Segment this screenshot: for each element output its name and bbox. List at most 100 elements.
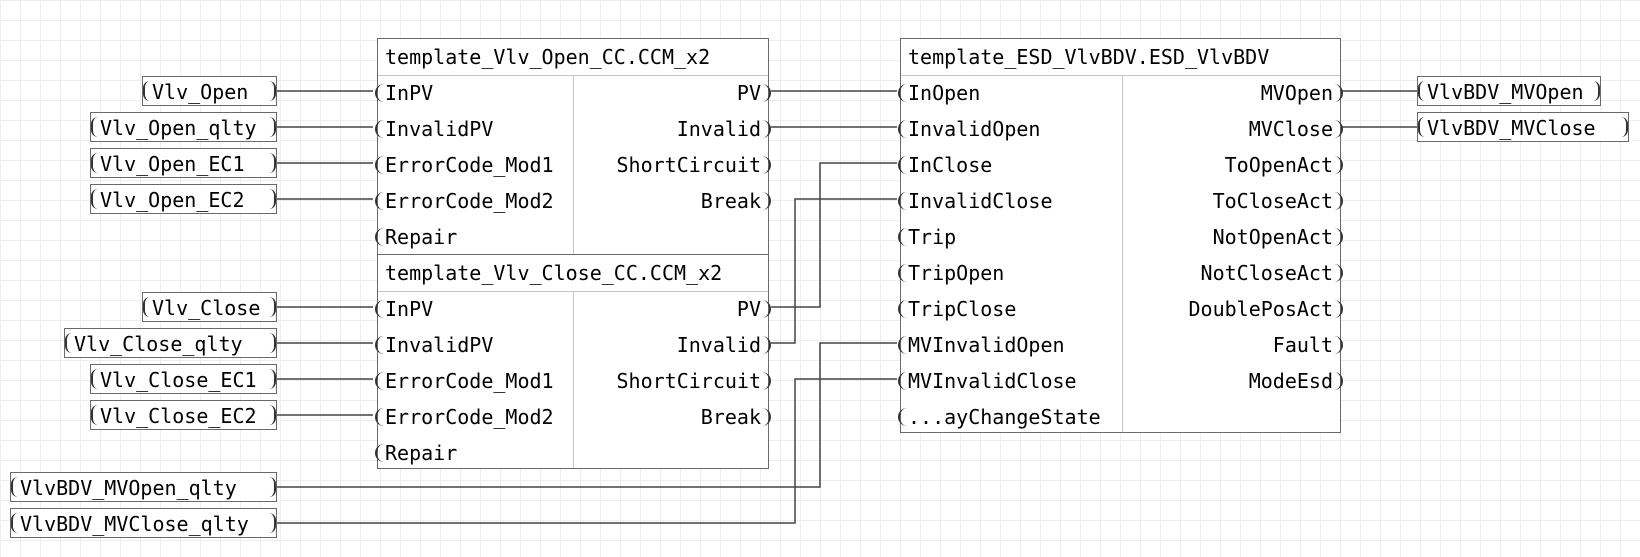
pin-trip[interactable]: Trip (897, 219, 957, 255)
pin-invalidclose[interactable]: InvalidClose (898, 183, 1053, 219)
pin-tripclose[interactable]: TripClose (897, 291, 1017, 327)
pin-label: Trip (908, 225, 957, 249)
pin-invalidpv[interactable]: InvalidPV (374, 111, 494, 147)
pin-label: ToCloseAct (1212, 189, 1333, 213)
pin-invalidpv[interactable]: InvalidPV (374, 327, 494, 363)
pin-label: PV (736, 297, 761, 321)
pin-label: DoublePosAct (1188, 297, 1334, 321)
var-vlvbdv-mvopen[interactable]: VlvBDV_MVOpen (1417, 76, 1601, 106)
pin-label: InOpen (908, 81, 981, 105)
pin-label: Break (700, 189, 761, 213)
pin-label: InPV (385, 81, 434, 105)
pin-pv[interactable]: PV (737, 75, 772, 111)
var-vlvbdv-mvclose-qlty[interactable]: VlvBDV_MVClose_qlty (10, 508, 277, 538)
pin-tripopen[interactable]: TripOpen (897, 255, 1005, 291)
pin-toopenact[interactable]: ToOpenAct (1225, 147, 1344, 183)
pin-inclose[interactable]: InClose (897, 147, 992, 183)
pin-label: InvalidOpen (908, 117, 1041, 141)
pin-label: InvalidPV (385, 333, 494, 357)
pin-shortcircuit[interactable]: ShortCircuit (616, 147, 771, 183)
pin-label: InPV (385, 297, 434, 321)
block-esd-vlvbdv[interactable]: template_ESD_VlvBDV.ESD_VlvBDV InOpen In… (897, 38, 1344, 435)
block-vlv-close-cc[interactable]: template_Vlv_Close_CC.CCM_x2 InPV Invali… (374, 254, 772, 471)
pin-label: TripOpen (908, 261, 1005, 285)
var-label: Vlv_Open (152, 80, 249, 104)
var-vlvbdv-mvopen-qlty[interactable]: VlvBDV_MVOpen_qlty (10, 472, 277, 502)
block-title: template_Vlv_Open_CC.CCM_x2 (378, 39, 768, 76)
pin-mvinvalidopen[interactable]: MVInvalidOpen (898, 327, 1065, 363)
pin-label: MVClose (1248, 117, 1333, 141)
var-vlv-close-ec2[interactable]: Vlv_Close_EC2 (90, 400, 277, 430)
pin-label: Fault (1272, 333, 1333, 357)
var-vlv-open-ec2[interactable]: Vlv_Open_EC2 (90, 184, 277, 214)
pin-inopen[interactable]: InOpen (897, 75, 981, 111)
pin-changestate[interactable]: ...ayChangeState (898, 399, 1101, 435)
pin-mvclose[interactable]: MVClose (1248, 111, 1344, 147)
pin-invalid[interactable]: Invalid (676, 111, 772, 147)
pin-repair[interactable]: Repair (374, 435, 458, 471)
pin-label: ShortCircuit (616, 369, 762, 393)
pin-invalid[interactable]: Invalid (677, 327, 772, 363)
pin-label: Invalid (676, 117, 761, 141)
pin-errorcode-mod2[interactable]: ErrorCode_Mod2 (375, 399, 554, 435)
pin-invalidopen[interactable]: InvalidOpen (897, 111, 1041, 147)
pin-label: ErrorCode_Mod2 (385, 405, 554, 429)
pin-label: InvalidClose (908, 189, 1053, 213)
var-vlv-open[interactable]: Vlv_Open (142, 76, 277, 106)
pin-repair[interactable]: Repair (374, 219, 458, 255)
pin-label: ModeEsd (1248, 369, 1333, 393)
pin-notcloseact[interactable]: NotCloseAct (1200, 255, 1344, 291)
var-label: Vlv_Open_EC2 (100, 188, 245, 212)
pin-shortcircuit[interactable]: ShortCircuit (616, 363, 771, 399)
wire-close-pv (771, 162, 897, 308)
var-vlv-close[interactable]: Vlv_Close (142, 292, 277, 322)
pin-break[interactable]: Break (701, 399, 772, 435)
pin-errorcode-mod1[interactable]: ErrorCode_Mod1 (375, 363, 554, 399)
pin-label: ErrorCode_Mod2 (385, 189, 554, 213)
pin-inpv[interactable]: InPV (374, 75, 434, 111)
pin-mvinvalidclose[interactable]: MVInvalidClose (898, 363, 1077, 399)
pin-fault[interactable]: Fault (1272, 327, 1344, 363)
var-label: VlvBDV_MVOpen (1427, 80, 1584, 104)
pin-mvopen[interactable]: MVOpen (1260, 75, 1344, 111)
var-label: VlvBDV_MVOpen_qlty (20, 476, 237, 500)
pin-break[interactable]: Break (700, 183, 772, 219)
pin-label: ...ayChangeState (908, 405, 1101, 429)
pin-tocloseact[interactable]: ToCloseAct (1212, 183, 1344, 219)
var-vlv-open-ec1[interactable]: Vlv_Open_EC1 (90, 148, 277, 178)
pin-label: MVInvalidClose (908, 369, 1077, 393)
pin-label: ErrorCode_Mod1 (385, 369, 554, 393)
pin-label: ShortCircuit (616, 153, 762, 177)
pin-label: InvalidPV (385, 117, 494, 141)
var-vlv-close-ec1[interactable]: Vlv_Close_EC1 (90, 364, 277, 394)
pin-doubleposact[interactable]: DoublePosAct (1188, 291, 1343, 327)
var-vlv-close-qlty[interactable]: Vlv_Close_qlty (64, 328, 277, 358)
pin-label: ErrorCode_Mod1 (385, 153, 554, 177)
block-title: template_ESD_VlvBDV.ESD_VlvBDV (901, 39, 1340, 76)
wire-mvopen-qlty (276, 342, 897, 488)
wire-close-invalid (771, 198, 897, 344)
pin-label: Repair (385, 225, 458, 249)
pin-pv[interactable]: PV (736, 291, 772, 327)
pin-notopenact[interactable]: NotOpenAct (1212, 219, 1344, 255)
block-vlv-open-cc[interactable]: template_Vlv_Open_CC.CCM_x2 InPV Invalid… (374, 38, 772, 255)
block-divider (573, 291, 574, 468)
pin-errorcode-mod1[interactable]: ErrorCode_Mod1 (375, 147, 554, 183)
var-label: VlvBDV_MVClose (1427, 116, 1596, 140)
pin-label: NotOpenAct (1212, 225, 1333, 249)
pin-label: NotCloseAct (1200, 261, 1333, 285)
pin-label: Repair (385, 441, 458, 465)
block-divider (1122, 75, 1123, 432)
pin-label: MVOpen (1260, 81, 1333, 105)
pin-label: MVInvalidOpen (908, 333, 1065, 357)
pin-errorcode-mod2[interactable]: ErrorCode_Mod2 (375, 183, 554, 219)
var-label: Vlv_Open_EC1 (100, 152, 245, 176)
pin-inpv[interactable]: InPV (374, 291, 434, 327)
block-divider (573, 75, 574, 254)
block-title: template_Vlv_Close_CC.CCM_x2 (378, 255, 768, 292)
pin-label: TripClose (908, 297, 1017, 321)
pin-modeesd[interactable]: ModeEsd (1248, 363, 1344, 399)
var-vlvbdv-mvclose[interactable]: VlvBDV_MVClose (1417, 112, 1629, 142)
var-vlv-open-qlty[interactable]: Vlv_Open_qlty (90, 112, 277, 142)
